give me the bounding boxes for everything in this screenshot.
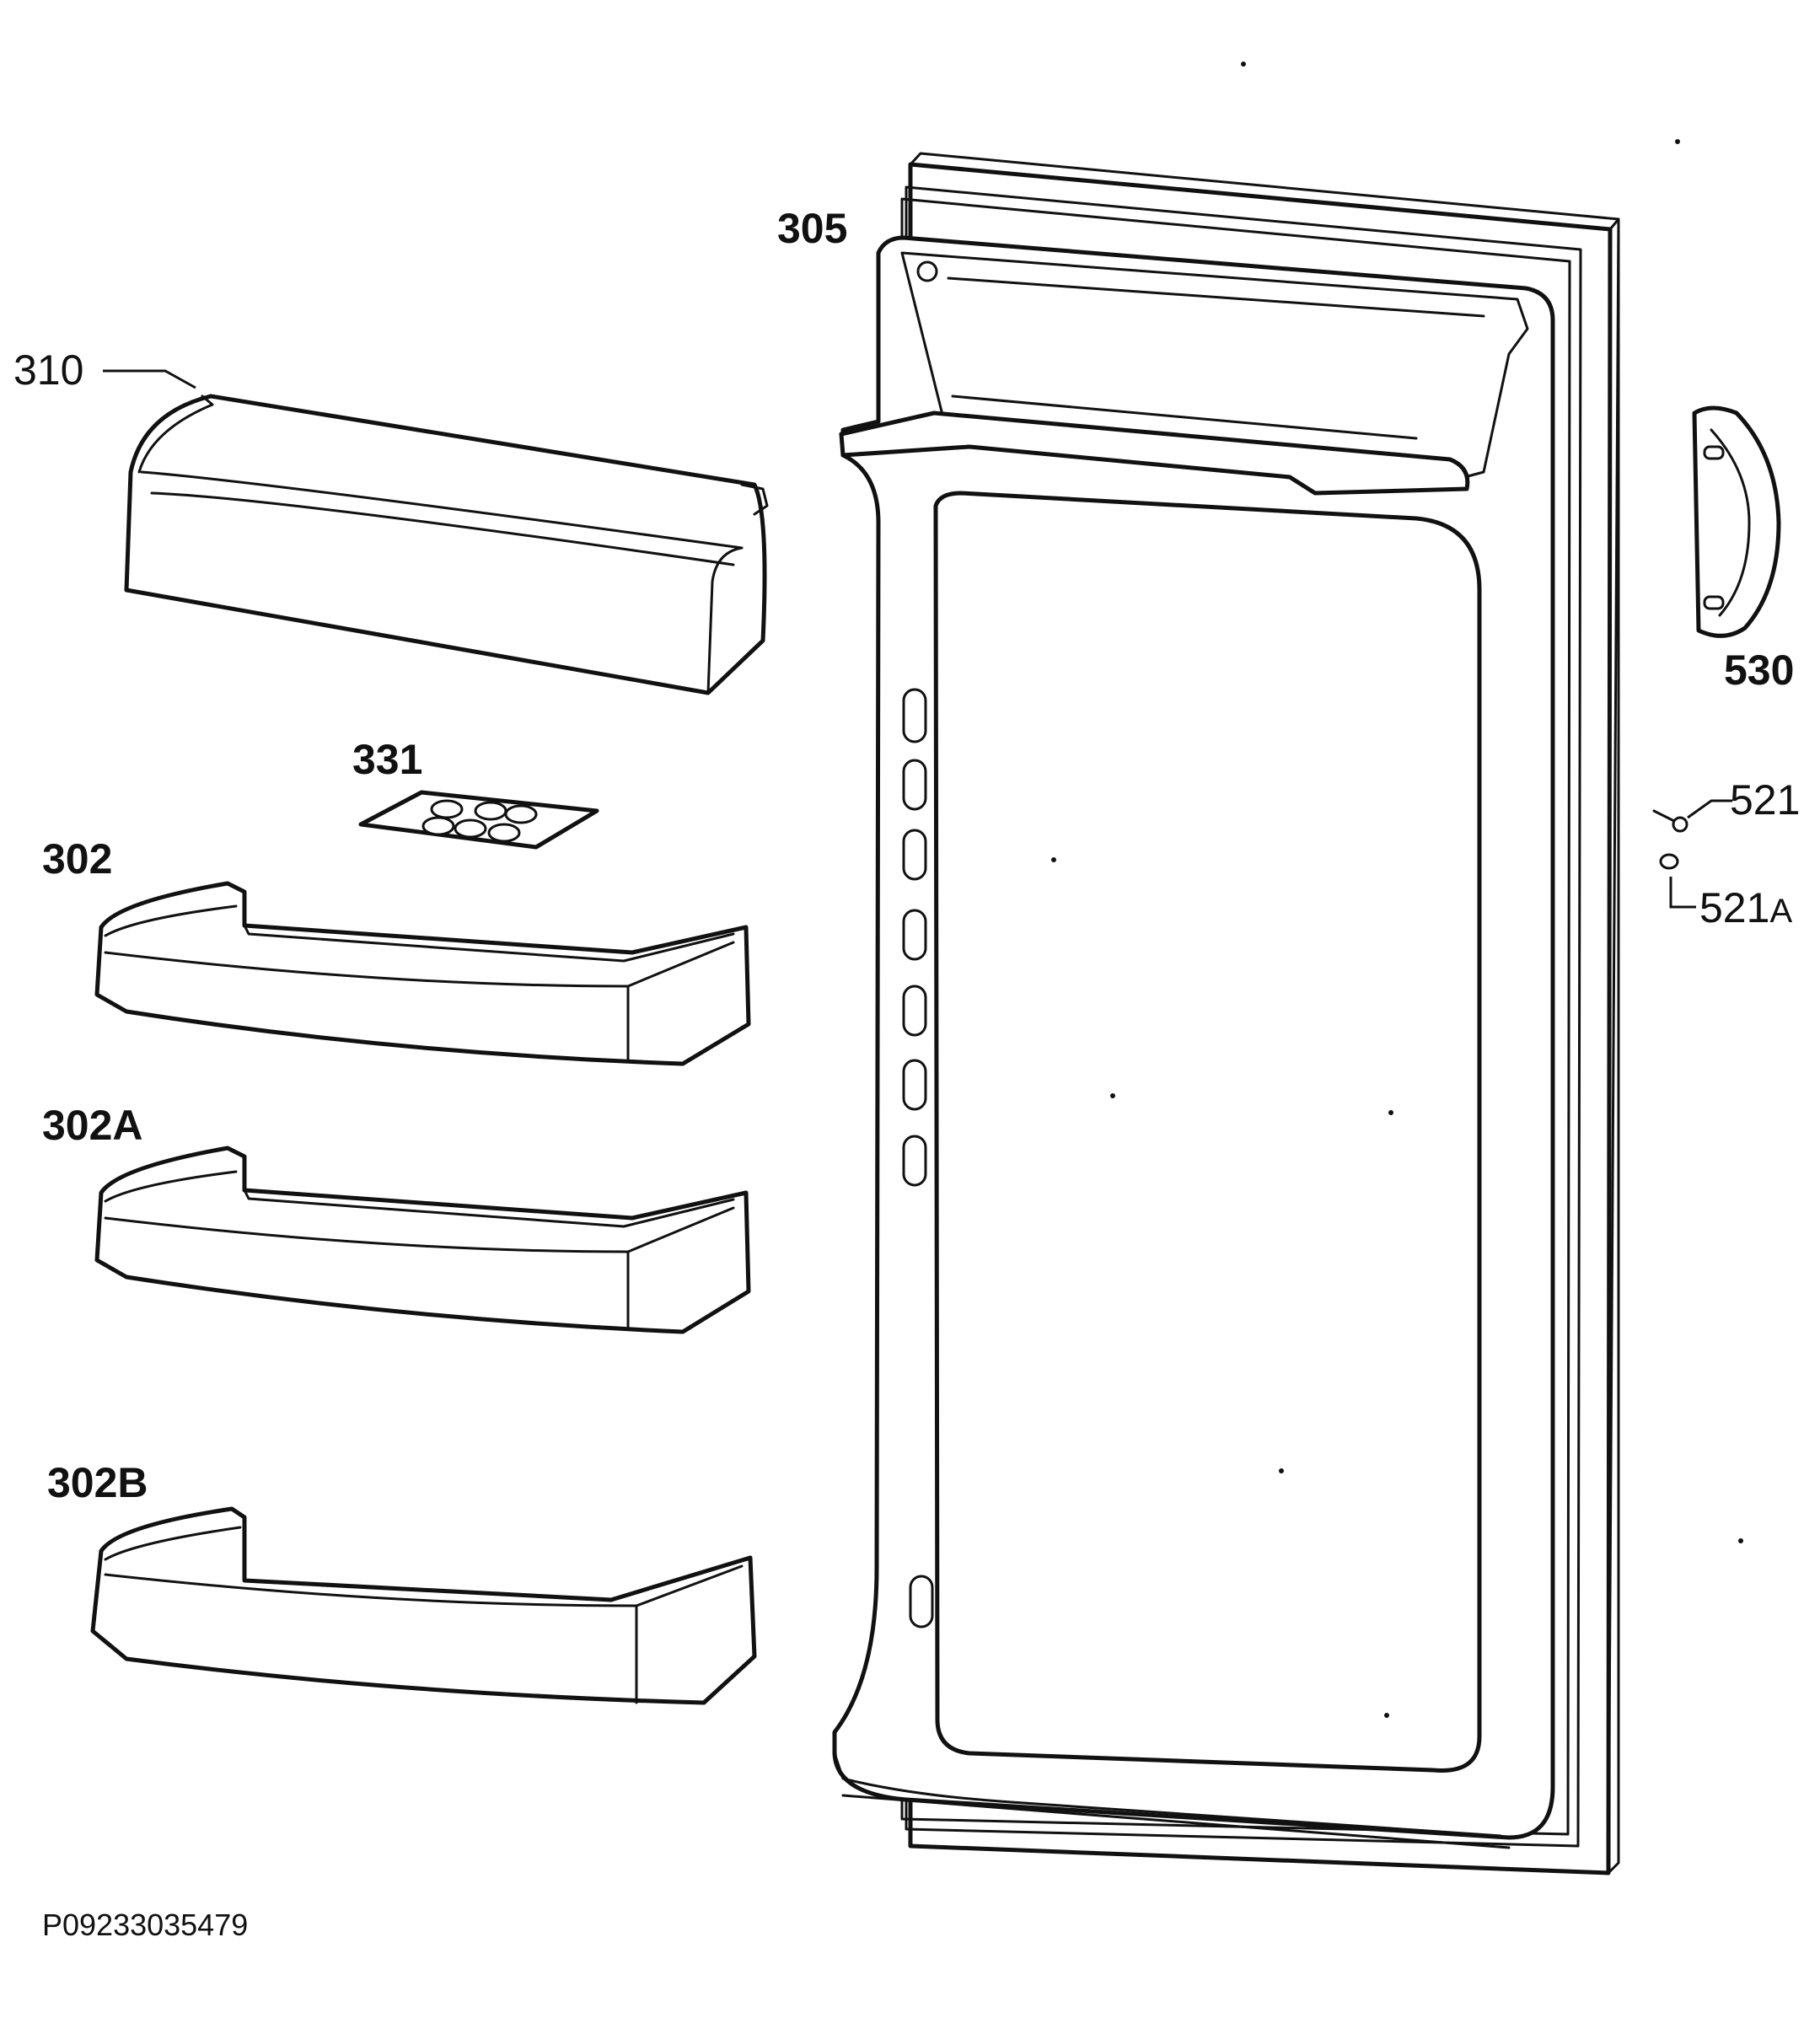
balcony-302a-label: 302A bbox=[42, 1102, 143, 1149]
screw bbox=[1652, 809, 1688, 833]
handle-label: 530 bbox=[1724, 647, 1794, 694]
dairy-cover-label: 310 bbox=[13, 346, 83, 394]
egg-tray-label: 331 bbox=[352, 736, 422, 783]
drawing-code: P09233035479 bbox=[42, 1908, 248, 1942]
balcony-302-label: 302 bbox=[42, 835, 112, 883]
balcony-302b-label: 302B bbox=[47, 1459, 148, 1506]
washer bbox=[1659, 853, 1679, 870]
dairy-cover bbox=[124, 394, 769, 695]
washer-label: 521A bbox=[1699, 884, 1792, 931]
door-balcony-302b bbox=[90, 1506, 757, 1705]
door-balcony-302a bbox=[94, 1146, 751, 1334]
screw-label: 521 bbox=[1730, 776, 1800, 824]
door-assembly bbox=[832, 152, 1620, 1875]
door-balcony-302 bbox=[94, 881, 751, 1066]
scan-dots bbox=[1051, 62, 1743, 1718]
door-handle bbox=[1692, 405, 1781, 638]
door-label: 305 bbox=[777, 205, 847, 252]
egg-tray bbox=[358, 790, 599, 850]
